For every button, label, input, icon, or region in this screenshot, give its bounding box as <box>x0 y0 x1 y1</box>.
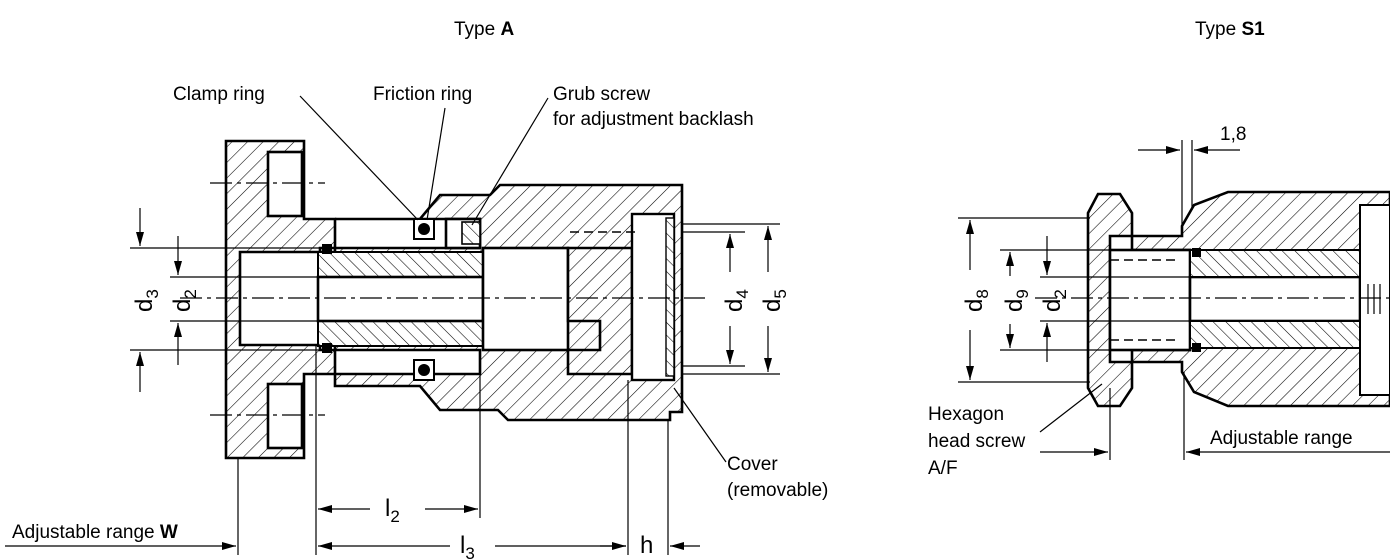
friction-ring-bottom-section <box>418 364 430 376</box>
label-grub-screw-1: Grub screw <box>553 84 650 105</box>
dim-h: h <box>640 532 653 559</box>
label-hexagon-2: head screw <box>928 431 1025 452</box>
s1-thread-bottom <box>1189 320 1361 349</box>
s1-knob <box>1359 204 1390 396</box>
label-cover-1: Cover <box>727 454 778 475</box>
label-grub-screw-2: for adjustment backlash <box>553 109 754 130</box>
dim-l2: l2 <box>385 495 400 526</box>
housing-inner-wall <box>566 246 634 376</box>
leader-grub-screw <box>471 97 549 226</box>
dim-1-8: 1,8 <box>1220 124 1246 145</box>
clamp-ring-top <box>322 244 332 254</box>
inner-cavity <box>481 246 570 352</box>
cover-edge <box>665 217 675 377</box>
clamp-ring-bottom <box>322 343 332 353</box>
threaded-sleeve-bottom <box>317 320 484 347</box>
dim-s1-d2: d2 <box>1039 289 1070 312</box>
label-friction-ring: Friction ring <box>373 84 472 105</box>
flange-bore-top <box>266 150 304 218</box>
label-hexagon-3: A/F <box>928 458 958 479</box>
shaft-bore <box>316 275 485 323</box>
type-s1-view: Type S1 1,8 d8 d9 <box>928 19 1390 479</box>
label-cover-2: (removable) <box>727 480 828 501</box>
s1-bore <box>1188 275 1362 323</box>
dim-d2: d2 <box>169 289 200 312</box>
threaded-sleeve-top <box>317 251 484 278</box>
friction-ring-top-section <box>418 223 430 235</box>
label-adjustable-range-w: Adjustable range W <box>12 522 178 543</box>
dim-d4: d4 <box>721 289 752 312</box>
s1-ring-top <box>1192 248 1201 257</box>
dim-d3: d3 <box>131 289 162 312</box>
dim-d5: d5 <box>759 289 790 312</box>
label-clamp-ring: Clamp ring <box>173 84 265 105</box>
label-hexagon-1: Hexagon <box>928 404 1004 425</box>
grub-screw <box>461 221 481 245</box>
s1-ring-bottom <box>1192 343 1201 352</box>
leader-cover <box>673 387 727 463</box>
s1-cavity <box>1108 248 1192 352</box>
dim-l3: l3 <box>460 532 475 559</box>
type-a-view: Type A <box>5 19 828 559</box>
label-s1-adjustable-range: Adjustable range <box>1210 428 1353 449</box>
type-s1-title: Type S1 <box>1195 19 1265 40</box>
dim-d9: d9 <box>1001 289 1032 312</box>
flange-bore-bottom <box>266 382 304 450</box>
leader-hexagon <box>1039 383 1103 433</box>
leader-friction-ring <box>426 107 446 221</box>
s1-thread-top <box>1189 249 1361 278</box>
dim-d8: d8 <box>961 289 992 312</box>
type-a-title: Type A <box>454 19 514 40</box>
leader-clamp-ring <box>299 95 419 221</box>
